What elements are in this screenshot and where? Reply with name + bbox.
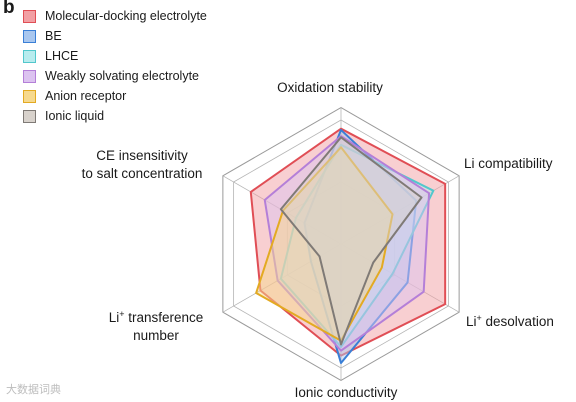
axis-label-text: to salt concentration bbox=[82, 166, 203, 181]
axis-label-text: CE insensitivity bbox=[96, 148, 188, 163]
axis-label: CE insensitivity to salt concentration bbox=[82, 148, 203, 181]
legend-label: BE bbox=[45, 29, 62, 43]
axis-label: Oxidation stability bbox=[277, 80, 383, 95]
legend-swatch bbox=[23, 89, 36, 103]
legend-item: Weakly solvating electrolyte bbox=[23, 66, 207, 86]
legend-swatch bbox=[23, 49, 36, 63]
axis-label: Li+ transference number bbox=[109, 309, 204, 343]
legend-item: BE bbox=[23, 26, 207, 46]
legend-swatch bbox=[23, 29, 36, 43]
legend-label: Weakly solvating electrolyte bbox=[45, 69, 200, 83]
panel-label: b bbox=[3, 0, 15, 18]
legend-swatch bbox=[23, 9, 36, 23]
legend-label: LHCE bbox=[45, 49, 79, 63]
axis-label-text: number bbox=[133, 328, 179, 343]
legend-swatch bbox=[23, 69, 36, 83]
legend-item: LHCE bbox=[23, 46, 207, 66]
legend-label: Ionic liquid bbox=[45, 109, 105, 123]
legend-label: Anion receptor bbox=[45, 89, 127, 103]
axis-label-text: Oxidation stability bbox=[277, 80, 383, 95]
axis-label: Li compatibility bbox=[464, 156, 553, 171]
axis-label-text: transference bbox=[124, 310, 203, 325]
superscript-plus: + bbox=[477, 313, 482, 323]
axis-label-text: Li compatibility bbox=[464, 156, 553, 171]
legend-swatch bbox=[23, 109, 36, 123]
axis-label-text: Ionic conductivity bbox=[295, 385, 398, 400]
legend-label: Molecular-docking electrolyte bbox=[45, 9, 207, 23]
legend-item: Molecular-docking electrolyte bbox=[23, 6, 207, 26]
watermark: 大数据词典 bbox=[6, 384, 61, 396]
series-polygon bbox=[279, 136, 423, 346]
axis-label-text: Li bbox=[466, 314, 477, 329]
axis-label: Ionic conductivity bbox=[295, 385, 398, 400]
axis-label-text: Li bbox=[109, 310, 120, 325]
legend-item: Ionic liquid bbox=[23, 106, 207, 126]
axis-label: Li+ desolvation bbox=[466, 313, 554, 329]
superscript-plus: + bbox=[119, 309, 124, 319]
axis-label-text: desolvation bbox=[482, 314, 554, 329]
legend-item: Anion receptor bbox=[23, 86, 207, 106]
